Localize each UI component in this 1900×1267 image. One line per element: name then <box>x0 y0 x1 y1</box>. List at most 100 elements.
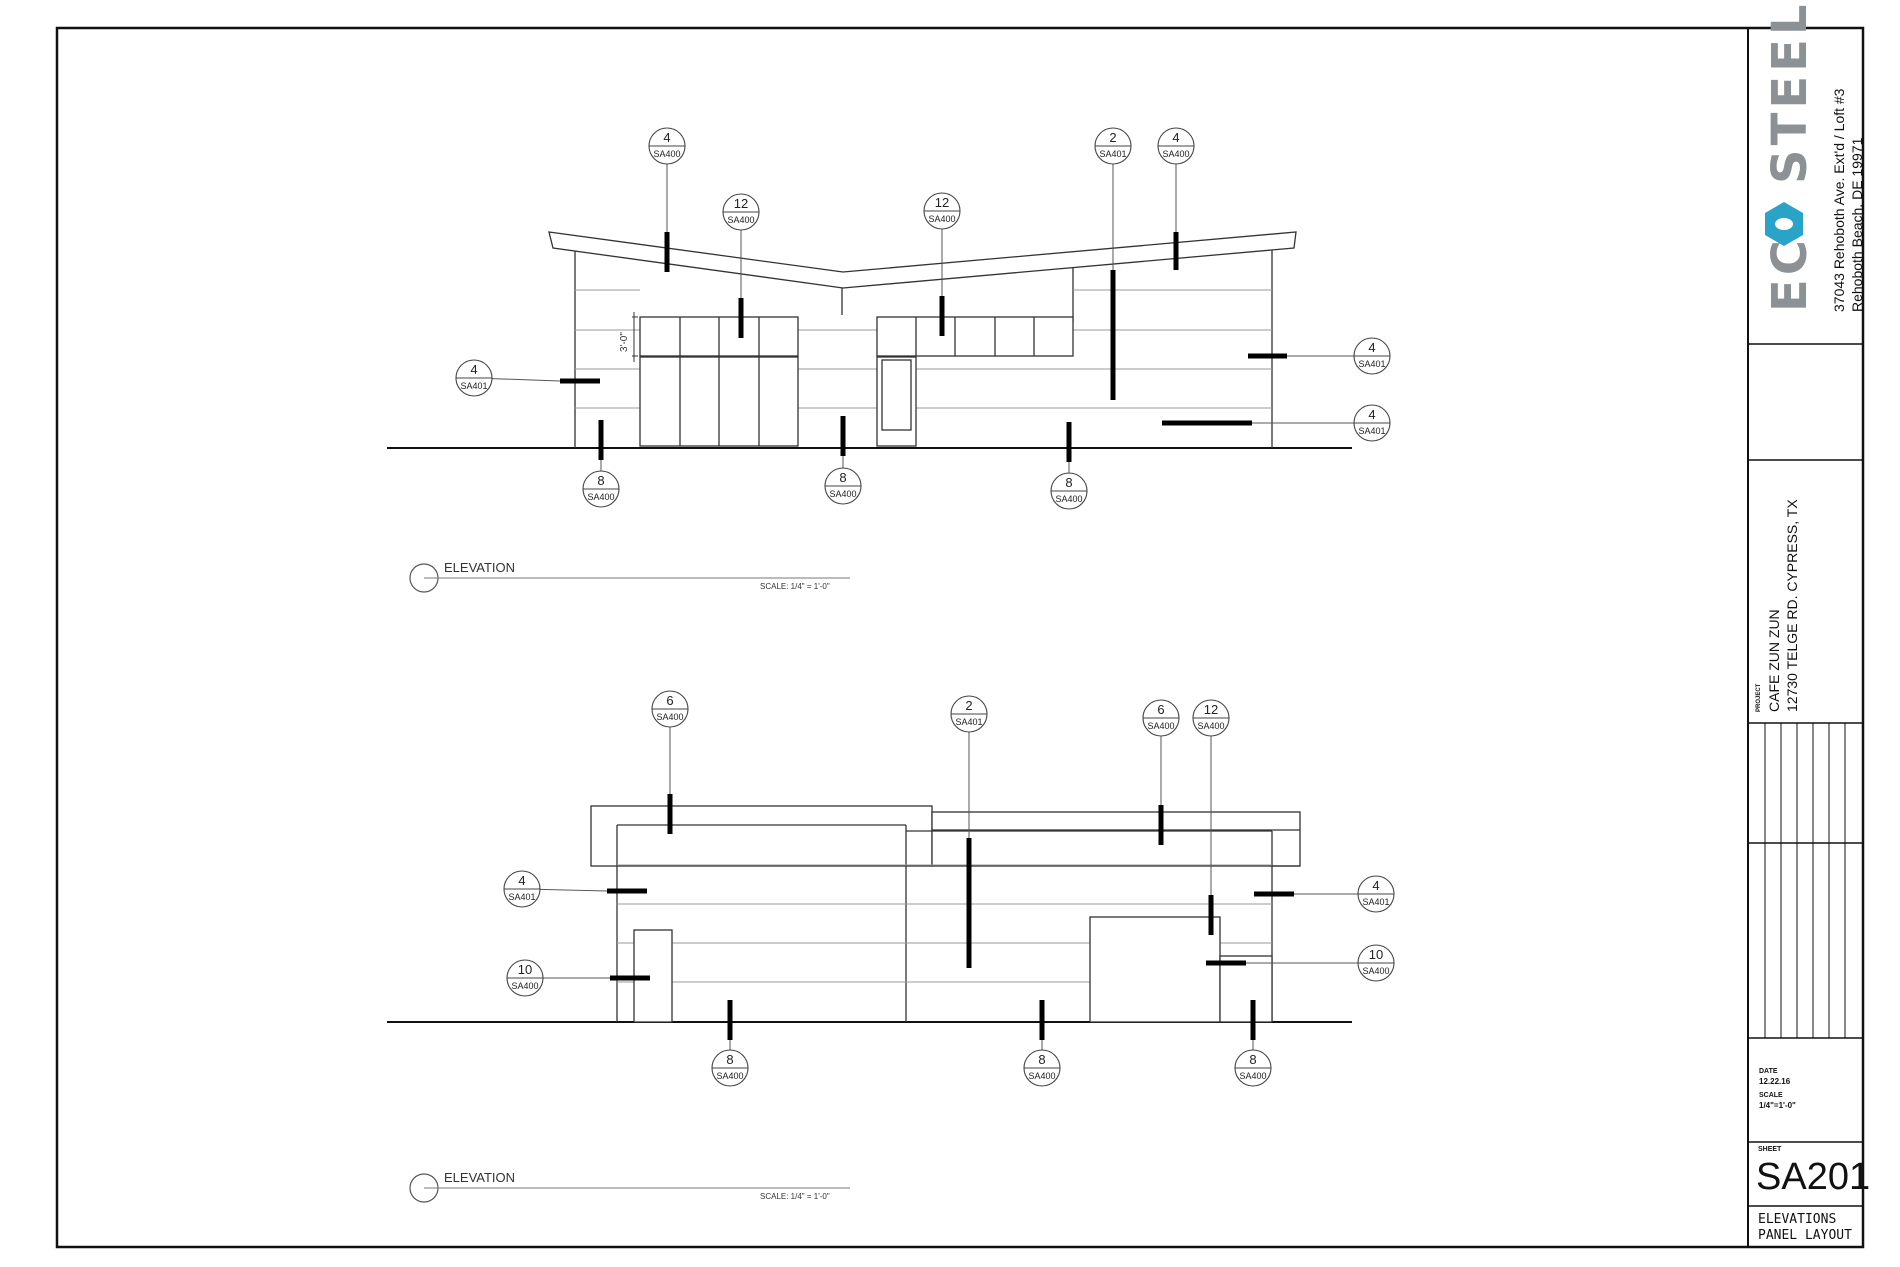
callout-number: 6 <box>666 693 673 708</box>
sheet-border <box>55 26 1865 1249</box>
callout-layer: 4SA40012SA40012SA4002SA4014SA4004SA4014S… <box>455 127 1395 1087</box>
callout-number: 4 <box>1372 878 1379 893</box>
butterfly-roof <box>548 231 1297 289</box>
upper-elevation <box>387 231 1352 449</box>
callout-sheet-ref: SA400 <box>653 149 680 159</box>
project-label: PROJECT <box>1756 683 1762 712</box>
door-glass <box>881 359 912 431</box>
project-address: 12730 TELGE RD. CYPRESS, TX <box>1784 499 1800 712</box>
callout-number: 12 <box>935 195 949 210</box>
callout-sheet-ref: SA400 <box>656 712 683 722</box>
lower-elevation <box>387 805 1352 1023</box>
elevation-scale: SCALE: 1/4" = 1'-0" <box>760 582 830 591</box>
callout-number: 2 <box>965 698 972 713</box>
sheet-number: SA201 <box>1756 1156 1871 1198</box>
callout-leader <box>491 378 561 382</box>
elevation-scale: SCALE: 1/4" = 1'-0" <box>760 1192 830 1201</box>
callout-number: 10 <box>1369 947 1383 962</box>
right-opening <box>1089 916 1221 1023</box>
project-name: CAFE ZUN ZUN <box>1766 609 1782 712</box>
logo-text-right: STEEL <box>1762 0 1818 184</box>
callout-sheet-ref: SA400 <box>716 1071 743 1081</box>
callout-sheet-ref: SA401 <box>955 717 982 727</box>
callout-sheet-ref: SA400 <box>1162 149 1189 159</box>
callout-number: 10 <box>518 962 532 977</box>
company-address-line1: 37043 Rehoboth Ave. Ext'd / Loft #3 <box>1831 88 1847 312</box>
callout-number: 6 <box>1157 702 1164 717</box>
callout-number: 8 <box>597 473 604 488</box>
callout-sheet-ref: SA401 <box>1362 897 1389 907</box>
sheet-label: SHEET <box>1758 1146 1782 1153</box>
callout-sheet-ref: SA400 <box>1239 1071 1266 1081</box>
logo-nut-icon <box>1765 202 1803 246</box>
callout-number: 4 <box>1368 340 1375 355</box>
window-transom-group <box>876 316 1074 357</box>
nut-hole <box>1775 218 1793 230</box>
callout-sheet-ref: SA400 <box>1147 721 1174 731</box>
callout-sheet-ref: SA401 <box>508 892 535 902</box>
callout-sheet-ref: SA401 <box>1099 149 1126 159</box>
callout-sheet-ref: SA401 <box>1358 359 1385 369</box>
callout-number: 8 <box>1038 1052 1045 1067</box>
callout-number: 8 <box>1249 1052 1256 1067</box>
callout-number: 8 <box>839 470 846 485</box>
dimension-label: 3'-0" <box>619 332 630 352</box>
scale-label: SCALE <box>1759 1092 1783 1099</box>
callout-number: 8 <box>1065 475 1072 490</box>
sheet-title-line1: ELEVATIONS <box>1758 1212 1837 1227</box>
callout-sheet-ref: SA400 <box>829 489 856 499</box>
right-door <box>1219 955 1273 1023</box>
callout-sheet-ref: SA400 <box>727 215 754 225</box>
callout-sheet-ref: SA400 <box>1028 1071 1055 1081</box>
elevation-title: ELEVATION <box>444 560 515 575</box>
callout-number: 12 <box>734 196 748 211</box>
date-value: 12.22.16 <box>1759 1077 1791 1086</box>
callout-sheet-ref: SA400 <box>587 492 614 502</box>
callout-number: 12 <box>1204 702 1218 717</box>
callout-leader <box>539 888 608 892</box>
logo-text-left: EC <box>1762 235 1818 312</box>
date-label: DATE <box>1759 1068 1778 1075</box>
callout-sheet-ref: SA400 <box>928 214 955 224</box>
callout-number: 4 <box>470 362 477 377</box>
callout-number: 4 <box>663 130 670 145</box>
callout-number: 8 <box>726 1052 733 1067</box>
title-block <box>1748 343 1863 1207</box>
company-address-line2: Rehoboth Beach, DE 19971 <box>1849 137 1865 312</box>
callout-number: 4 <box>1172 130 1179 145</box>
callout-sheet-ref: SA400 <box>1197 721 1224 731</box>
callout-sheet-ref: SA400 <box>511 981 538 991</box>
door-frame <box>876 356 917 447</box>
callout-number: 4 <box>1368 407 1375 422</box>
callout-sheet-ref: SA400 <box>1362 966 1389 976</box>
callout-sheet-ref: SA400 <box>1055 494 1082 504</box>
callout-sheet-ref: SA401 <box>1358 426 1385 436</box>
callout-sheet-ref: SA401 <box>460 381 487 391</box>
roof-fascia-left <box>590 805 933 867</box>
callout-number: 2 <box>1109 130 1116 145</box>
callout-number: 4 <box>518 873 525 888</box>
elevation-title: ELEVATION <box>444 1170 515 1185</box>
